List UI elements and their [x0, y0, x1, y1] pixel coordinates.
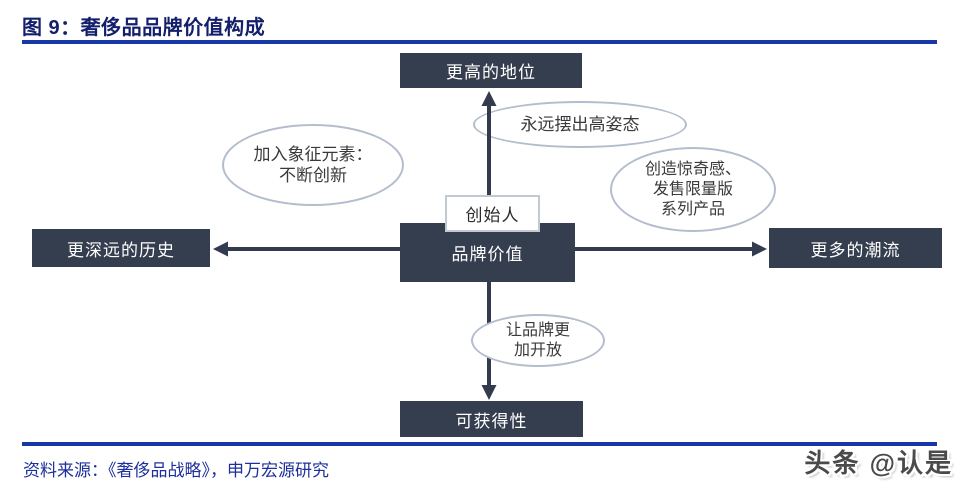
- node-higher-status: 更高的地位: [400, 53, 582, 88]
- watermark: 头条 @认是: [804, 448, 953, 478]
- ellipse-symbolic-innovation: 加入象征元素： 不断创新: [222, 124, 404, 206]
- ellipse-line: 永远摆出高姿态: [520, 114, 640, 134]
- figure-title: 图 9：奢侈品品牌价值构成: [22, 17, 266, 39]
- right-arrow: [575, 241, 767, 257]
- node-more-trends: 更多的潮流: [769, 228, 942, 268]
- source-note: 资料来源：《奢侈品战略》，申万宏源研究: [23, 461, 329, 480]
- up-arrow-head: [481, 91, 497, 106]
- ellipse-line: 加开放: [513, 341, 562, 359]
- node-availability: 可获得性: [400, 401, 583, 437]
- footer-rule: [22, 442, 937, 446]
- ellipse-line: 让品牌更: [505, 321, 570, 339]
- node-label: 可获得性: [455, 411, 528, 431]
- founder-box: 创始人: [445, 195, 540, 232]
- ellipse-open-brand: 让品牌更 加开放: [471, 314, 605, 367]
- node-label: 更深远的历史: [67, 240, 175, 260]
- left-arrow: [213, 241, 400, 257]
- left-arrow-head: [213, 241, 228, 257]
- ellipse-line: 发售限量版: [652, 180, 733, 198]
- ellipse-line: 不断创新: [279, 166, 347, 185]
- node-label: 更多的潮流: [810, 240, 901, 260]
- node-brand-value: 品牌价值: [400, 223, 575, 282]
- ellipse-line: 创造惊奇感、: [644, 160, 741, 178]
- node-label: 更高的地位: [446, 63, 536, 82]
- down-arrow-head: [481, 385, 497, 400]
- right-arrow-head: [752, 241, 767, 257]
- ellipse-line: 加入象征元素：: [253, 144, 373, 164]
- ellipse-line: 系列产品: [660, 200, 725, 218]
- founder-label: 创始人: [465, 206, 520, 225]
- ellipse-limited-edition: 创造惊奇感、 发售限量版 系列产品: [610, 147, 776, 232]
- node-deeper-history: 更深远的历史: [32, 229, 210, 267]
- ellipse-high-posture: 永远摆出高姿态: [473, 101, 687, 148]
- node-label: 品牌价值: [451, 245, 524, 264]
- title-underline: [22, 40, 937, 44]
